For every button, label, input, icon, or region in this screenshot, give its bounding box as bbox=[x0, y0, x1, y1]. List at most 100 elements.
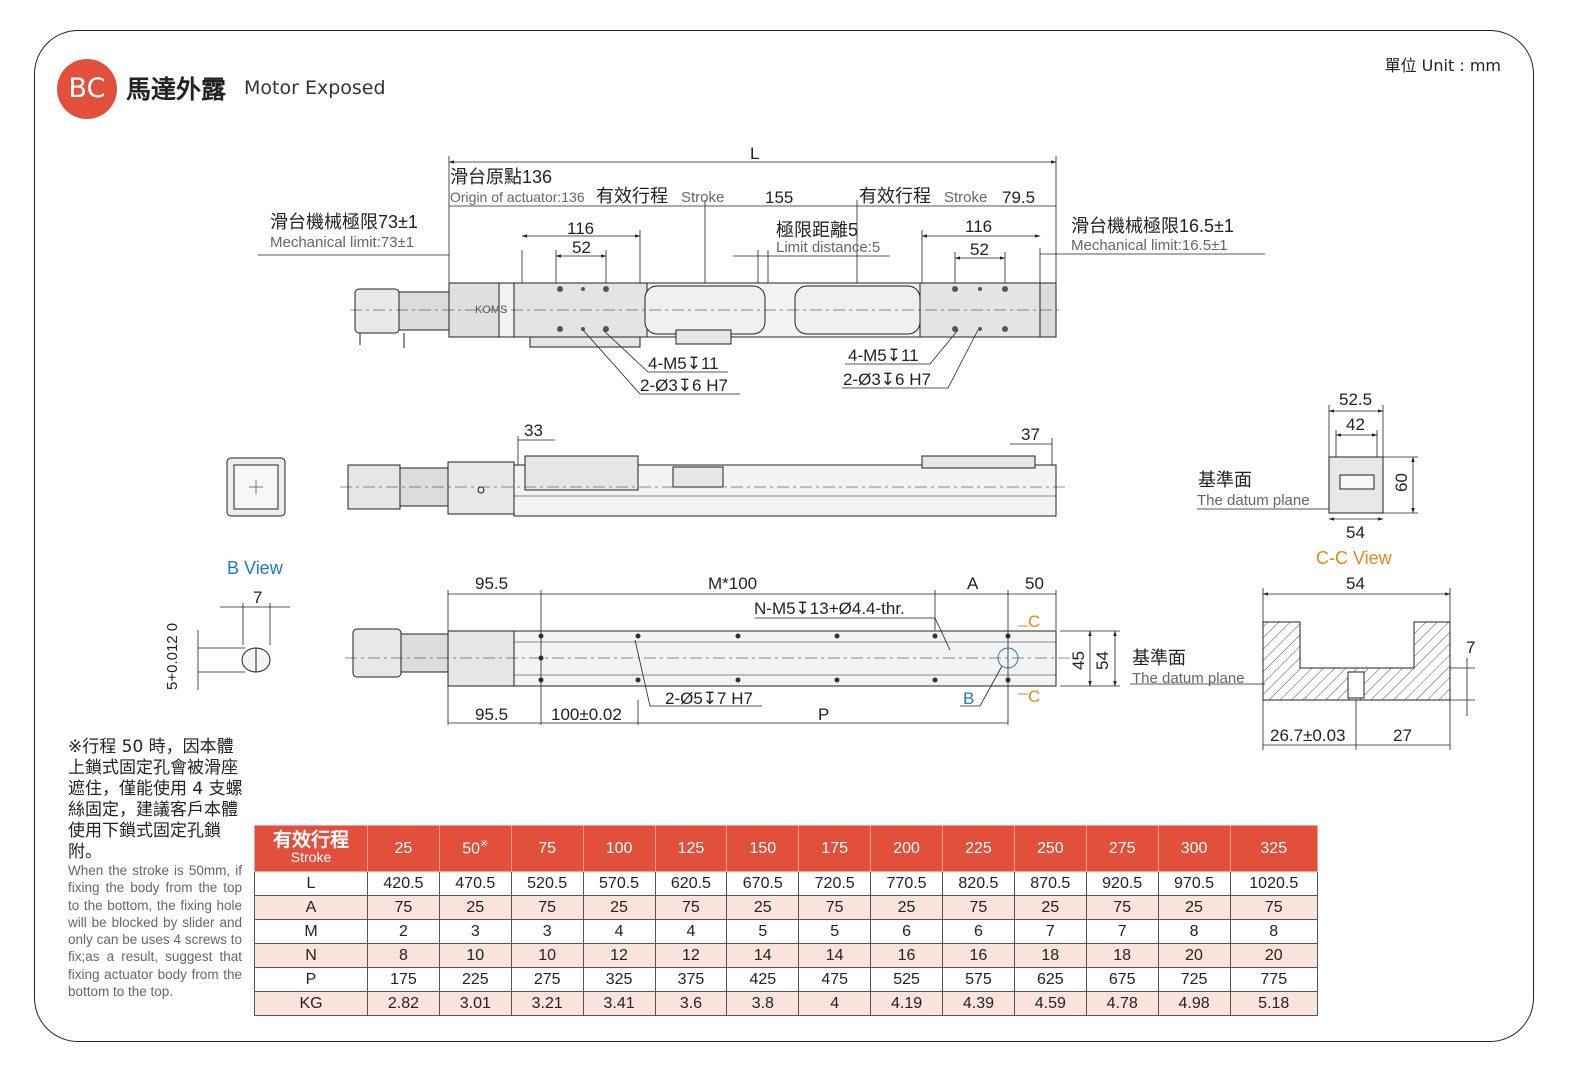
dim-33: 33 bbox=[524, 421, 543, 440]
dim-60: 60 bbox=[1392, 473, 1411, 492]
mech-left-en: Mechanical limit:73±1 bbox=[270, 234, 414, 251]
holes-right-2: 2-Ø3↧6 H7 bbox=[843, 370, 931, 389]
stroke-header: 有效行程 Stroke bbox=[254, 825, 368, 872]
table-cell: 8 bbox=[367, 943, 440, 968]
table-cell: 575 bbox=[942, 967, 1015, 992]
stroke-col: 100 bbox=[582, 825, 656, 872]
dim-45: 45 bbox=[1069, 651, 1088, 670]
b-view bbox=[197, 603, 290, 690]
table-cell: 20 bbox=[1157, 943, 1231, 968]
row-label: A bbox=[254, 895, 368, 920]
table-cell: 6 bbox=[942, 919, 1015, 944]
table-cell: 75 bbox=[1229, 895, 1318, 920]
table-cell: 10 bbox=[438, 943, 512, 968]
table-cell: 4.19 bbox=[870, 991, 943, 1016]
table-cell: 525 bbox=[870, 967, 943, 992]
table-cell: 25 bbox=[870, 895, 943, 920]
table-cell: 4 bbox=[654, 919, 728, 944]
b-marker: B bbox=[963, 689, 974, 708]
table-cell: 25 bbox=[1013, 895, 1087, 920]
table-cell: 4 bbox=[798, 991, 872, 1016]
table-cell: 25 bbox=[438, 895, 512, 920]
dim-37: 37 bbox=[1021, 425, 1040, 444]
note-chinese: ※行程 50 時，因本體上鎖式固定孔會被滑座遮住，僅能使用 4 支螺絲固定，建議… bbox=[68, 737, 243, 862]
title-english: Motor Exposed bbox=[244, 77, 386, 99]
dim-95-5-top: 95.5 bbox=[475, 574, 508, 593]
table-cell: 18 bbox=[1013, 943, 1087, 968]
dim-155: 155 bbox=[765, 188, 793, 207]
series-badge: BC bbox=[57, 59, 117, 119]
b-view-title: B View bbox=[227, 558, 284, 578]
dim-52-left: 52 bbox=[572, 238, 591, 257]
stroke-col: 75 bbox=[510, 825, 584, 872]
table-cell: 75 bbox=[1085, 895, 1159, 920]
dim-P: P bbox=[818, 705, 829, 724]
side-view-labels: 33 37 bbox=[524, 421, 1040, 444]
table-cell: 16 bbox=[870, 943, 943, 968]
dim-7-section: 7 bbox=[1466, 638, 1475, 657]
dim-116-right: 116 bbox=[965, 217, 992, 236]
unit-label: 單位 Unit : mm bbox=[1384, 56, 1501, 75]
table-cell: 175 bbox=[367, 967, 440, 992]
spec-table-header: 有效行程 Stroke 25 50※ 75 100 125 150 175 20… bbox=[254, 825, 1318, 872]
n-holes-label: N-M5↧13+Ø4.4-thr. bbox=[754, 599, 905, 618]
table-cell: 75 bbox=[654, 895, 728, 920]
table-cell: 75 bbox=[798, 895, 872, 920]
holes-left-1: 4-M5↧11 bbox=[648, 354, 719, 373]
side-view bbox=[226, 436, 1065, 517]
table-cell: 3.41 bbox=[582, 991, 656, 1016]
table-cell: 7 bbox=[1013, 919, 1087, 944]
dim-27: 27 bbox=[1393, 726, 1412, 745]
table-cell: 14 bbox=[798, 943, 872, 968]
row-label: P bbox=[254, 967, 368, 992]
table-cell: 18 bbox=[1085, 943, 1159, 968]
stroke-en: Stroke bbox=[681, 189, 724, 206]
bottom-view-labels: 95.5 M*100 A 50 N-M5↧13+Ø4.4-thr. C C 45… bbox=[475, 574, 1245, 724]
table-cell: 3 bbox=[510, 919, 584, 944]
table-cell: 475 bbox=[798, 967, 872, 992]
dowel-label: 2-Ø5↧7 H7 bbox=[665, 689, 753, 708]
table-cell: 14 bbox=[726, 943, 800, 968]
stroke-col: 250 bbox=[1013, 825, 1087, 872]
limit-zh: 極限距離5 bbox=[776, 220, 858, 240]
table-cell: 1020.5 bbox=[1229, 871, 1318, 896]
table-cell: 920.5 bbox=[1085, 871, 1159, 896]
table-cell: 620.5 bbox=[654, 871, 728, 896]
table-cell: 75 bbox=[942, 895, 1015, 920]
table-cell: 375 bbox=[654, 967, 728, 992]
holes-right-1: 4-M5↧11 bbox=[848, 346, 919, 365]
stroke-col: 25 bbox=[367, 825, 440, 872]
mech-left-zh: 滑台機械極限73±1 bbox=[270, 212, 418, 232]
row-label: L bbox=[254, 871, 368, 896]
stroke-col: 150 bbox=[726, 825, 800, 872]
table-cell: 16 bbox=[942, 943, 1015, 968]
dim-42: 42 bbox=[1346, 415, 1365, 434]
stroke-col: 200 bbox=[870, 825, 943, 872]
table-cell: 75 bbox=[510, 895, 584, 920]
table-cell: 4.59 bbox=[1013, 991, 1087, 1016]
dim-26-7: 26.7±0.03 bbox=[1270, 726, 1346, 745]
table-cell: 470.5 bbox=[438, 871, 512, 896]
origin-en: Origin of actuator:136 bbox=[450, 189, 585, 205]
stroke-zh: 有效行程 bbox=[596, 186, 668, 206]
table-cell: 725 bbox=[1157, 967, 1231, 992]
stroke-col: 225 bbox=[942, 825, 1015, 872]
table-cell: 520.5 bbox=[510, 871, 584, 896]
table-cell: 2 bbox=[367, 919, 440, 944]
dim-50: 50 bbox=[1025, 574, 1044, 593]
row-label: M bbox=[254, 919, 368, 944]
limit-en: Limit distance:5 bbox=[776, 239, 880, 256]
mech-right-zh: 滑台機械極限16.5±1 bbox=[1071, 216, 1234, 236]
stroke-col: 175 bbox=[798, 825, 872, 872]
table-cell: 420.5 bbox=[367, 871, 440, 896]
dim-7-b: 7 bbox=[253, 588, 262, 607]
table-cell: 8 bbox=[1157, 919, 1231, 944]
row-label: KG bbox=[254, 991, 368, 1016]
dim-m100: M*100 bbox=[708, 574, 757, 593]
table-cell: 6 bbox=[870, 919, 943, 944]
